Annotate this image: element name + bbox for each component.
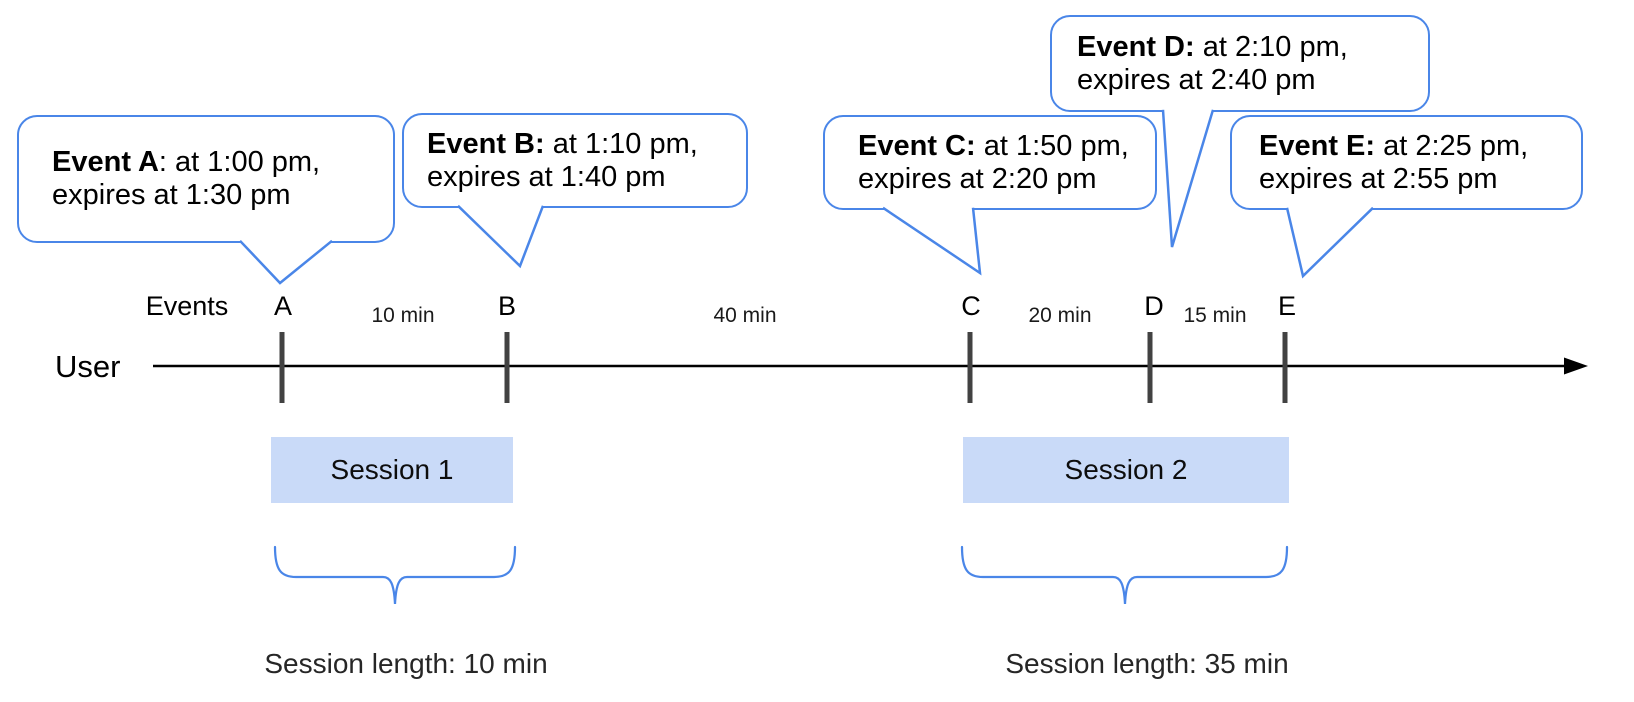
- callout-time: : at 1:00 pm,: [158, 146, 321, 178]
- interval-b-c-label: 40 min: [713, 304, 777, 327]
- interval-a-b-label: 10 min: [371, 304, 435, 327]
- event-d-callout-tail: [1161, 109, 1215, 248]
- session-2-brace: [960, 545, 1289, 605]
- timeline-arrowhead-icon: [1564, 357, 1588, 375]
- event-a-label: A: [273, 291, 292, 321]
- event-d-label: D: [1144, 291, 1164, 321]
- session-1-length-label: Session length: 10 min: [264, 648, 548, 679]
- event-e-callout: Event E: at 2:25 pm, expires at 2:55 pm: [1230, 115, 1583, 210]
- callout-event-name: Event E:: [1259, 129, 1376, 162]
- user-axis-label: User: [55, 349, 121, 384]
- callout-time: at 1:10 pm,: [544, 127, 698, 160]
- callout-event-name: Event D:: [1077, 30, 1195, 63]
- event-d-callout: Event D: at 2:10 pm, expires at 2:40 pm: [1050, 15, 1430, 112]
- callout-line2: expires at 1:40 pm: [427, 160, 666, 193]
- callout-line1: Event B: at 1:10 pm,: [427, 128, 746, 161]
- events-header-label: Events: [145, 291, 229, 321]
- callout-time: at 2:25 pm,: [1375, 129, 1529, 162]
- event-a-callout-tail: [239, 239, 333, 285]
- session-2-box: Session 2: [963, 437, 1289, 503]
- callout-line2: expires at 2:55 pm: [1259, 162, 1498, 195]
- event-e-label: E: [1277, 291, 1296, 321]
- session-1-brace: [273, 545, 517, 605]
- event-a-callout: Event A: at 1:00 pm, expires at 1:30 pm: [17, 115, 395, 243]
- event-c-callout-tail: [882, 206, 982, 276]
- callout-line1: Event A: at 1:00 pm,: [52, 146, 393, 179]
- callout-line2: expires at 2:40 pm: [1077, 63, 1316, 96]
- callout-time: at 2:10 pm,: [1194, 30, 1348, 63]
- event-e-callout-tail: [1285, 206, 1374, 279]
- callout-event-name: Event B:: [427, 127, 545, 160]
- callout-line1: Event C: at 1:50 pm,: [858, 130, 1155, 163]
- event-c-callout: Event C: at 1:50 pm, expires at 2:20 pm: [823, 115, 1157, 210]
- callout-line2: expires at 1:30 pm: [52, 179, 291, 211]
- callout-event-name: Event A: [52, 146, 159, 178]
- callout-event-name: Event C:: [858, 129, 976, 162]
- event-b-callout-tail: [457, 204, 545, 269]
- session-1-box: Session 1: [271, 437, 513, 503]
- interval-c-d-label: 20 min: [1028, 304, 1092, 327]
- callout-time: at 1:50 pm,: [975, 129, 1129, 162]
- callout-line2: expires at 2:20 pm: [858, 162, 1097, 195]
- session-1-label: Session 1: [330, 454, 454, 485]
- event-b-callout: Event B: at 1:10 pm, expires at 1:40 pm: [402, 113, 748, 208]
- session-2-length-label: Session length: 35 min: [1005, 648, 1289, 679]
- event-c-label: C: [961, 291, 981, 321]
- interval-d-e-label: 15 min: [1183, 304, 1247, 327]
- callout-line1: Event D: at 2:10 pm,: [1077, 31, 1428, 64]
- session-2-label: Session 2: [1064, 454, 1188, 485]
- event-b-label: B: [497, 291, 516, 321]
- callout-line1: Event E: at 2:25 pm,: [1259, 130, 1581, 163]
